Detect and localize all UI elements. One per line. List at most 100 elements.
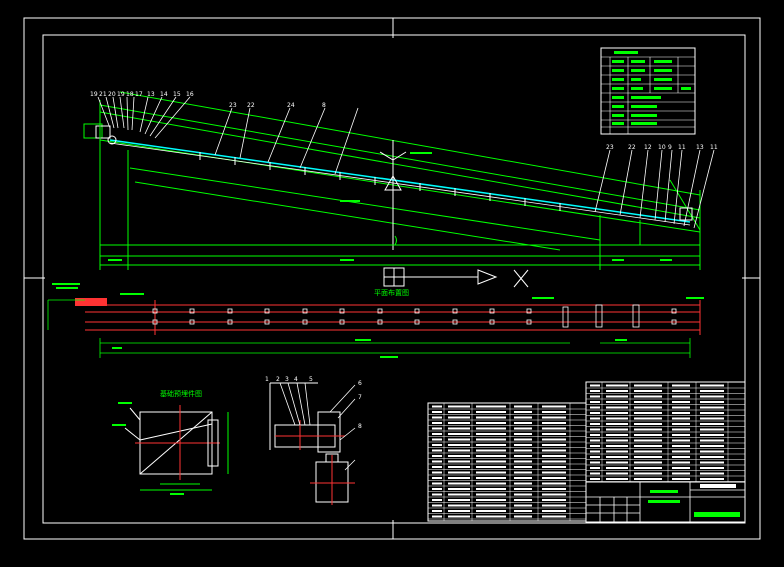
parts-cell-text	[700, 439, 724, 442]
drive-balloon-1: 1	[265, 376, 269, 383]
parts-cell-text	[448, 449, 470, 452]
parts-cell-text	[432, 416, 442, 419]
parts-cell-text	[672, 401, 690, 403]
parts-cell-text	[432, 455, 442, 457]
parts-cell-text	[606, 406, 628, 409]
parts-cell-text	[476, 504, 506, 507]
parts-cell-text	[476, 471, 506, 474]
parts-cell-text	[476, 460, 506, 463]
parts-cell-text	[700, 412, 724, 414]
parts-cell-text	[476, 482, 506, 485]
parts-cell-text	[514, 493, 532, 496]
parts-cell-text	[476, 422, 506, 424]
parts-cell-text	[432, 427, 442, 430]
parts-cell-text	[606, 417, 628, 420]
parts-cell-text	[606, 428, 628, 431]
parts-cell-text	[476, 466, 506, 468]
parts-cell-text	[606, 450, 628, 453]
parts-cell-text	[700, 456, 724, 458]
parts-cell-text	[514, 471, 532, 474]
parts-cell-text	[634, 390, 662, 392]
drive-balloon-7: 7	[358, 394, 362, 401]
balloon-21: 21	[99, 91, 107, 98]
balloon-19: 19	[90, 91, 98, 98]
parts-cell-text	[514, 427, 532, 430]
parts-cell-text	[634, 450, 662, 453]
parts-cell-text	[672, 434, 690, 436]
parts-cell-text	[542, 488, 566, 490]
parts-cell-text	[700, 445, 724, 447]
parts-cell-text	[606, 390, 628, 392]
parts-cell-text	[672, 417, 690, 420]
parts-cell-text	[606, 461, 628, 464]
parts-cell-text	[542, 482, 566, 485]
parts-cell-text	[448, 411, 470, 413]
parts-cell-text	[542, 433, 566, 435]
balloon-13: 13	[147, 91, 155, 98]
drive-balloon-2: 2	[276, 376, 280, 383]
parts-cell-text	[542, 515, 566, 518]
parts-cell-text	[590, 456, 600, 458]
balloon-22: 22	[247, 102, 255, 109]
balloon-r13: 13	[696, 144, 704, 151]
parts-cell-text	[634, 434, 662, 436]
parts-cell-text	[476, 433, 506, 435]
parts-cell-text	[432, 477, 442, 479]
drive-balloon-8: 8	[358, 423, 362, 430]
parts-cell-text	[672, 406, 690, 409]
parts-cell-text	[700, 428, 724, 431]
parts-cell-text	[542, 416, 566, 419]
parts-cell-text	[672, 439, 690, 442]
parts-cell-text	[514, 482, 532, 485]
parts-cell-text	[448, 477, 470, 479]
parts-cell-text	[448, 504, 470, 507]
parts-list	[427, 381, 746, 522]
parts-cell-text	[432, 411, 442, 413]
parts-cell-text	[514, 504, 532, 507]
parts-cell-text	[514, 405, 532, 408]
parts-cell-text	[448, 460, 470, 463]
parts-cell-text	[542, 477, 566, 479]
parts-cell-text	[590, 434, 600, 436]
parts-cell-text	[590, 401, 600, 403]
parts-cell-text	[672, 467, 690, 469]
parts-cell-text	[448, 488, 470, 490]
parts-cell-text	[590, 384, 600, 387]
parts-cell-text	[432, 482, 442, 485]
parts-cell-text	[432, 438, 442, 441]
parts-cell-text	[672, 472, 690, 475]
parts-cell-text	[514, 455, 532, 457]
parts-cell-text	[700, 395, 724, 398]
parts-cell-text	[606, 434, 628, 436]
balloon-18: 18	[126, 91, 134, 98]
parts-cell-text	[700, 472, 724, 475]
balloon-15: 15	[173, 91, 181, 98]
parts-cell-text	[634, 439, 662, 442]
parts-cell-text	[672, 450, 690, 453]
parts-cell-text	[672, 461, 690, 464]
parts-cell-text	[448, 422, 470, 424]
parts-cell-text	[606, 401, 628, 403]
parts-cell-text	[448, 455, 470, 457]
parts-cell-text	[606, 456, 628, 458]
parts-cell-text	[514, 499, 532, 501]
parts-cell-text	[700, 390, 724, 392]
parts-cell-text	[542, 499, 566, 501]
parts-cell-text	[590, 428, 600, 431]
parts-cell-text	[432, 444, 442, 446]
parts-cell-text	[606, 445, 628, 447]
parts-cell-text	[672, 428, 690, 431]
parts-cell-text	[634, 467, 662, 469]
drive-balloon-6: 6	[358, 380, 362, 387]
balloon-24: 24	[287, 102, 295, 109]
parts-cell-text	[672, 445, 690, 447]
parts-cell-text	[476, 477, 506, 479]
parts-cell-text	[448, 427, 470, 430]
plan-title: 平面布置图	[374, 288, 409, 297]
balloon-20: 20	[108, 91, 116, 98]
parts-cell-text	[448, 493, 470, 496]
parts-cell-text	[590, 439, 600, 442]
parts-cell-text	[700, 434, 724, 436]
parts-cell-text	[476, 493, 506, 496]
